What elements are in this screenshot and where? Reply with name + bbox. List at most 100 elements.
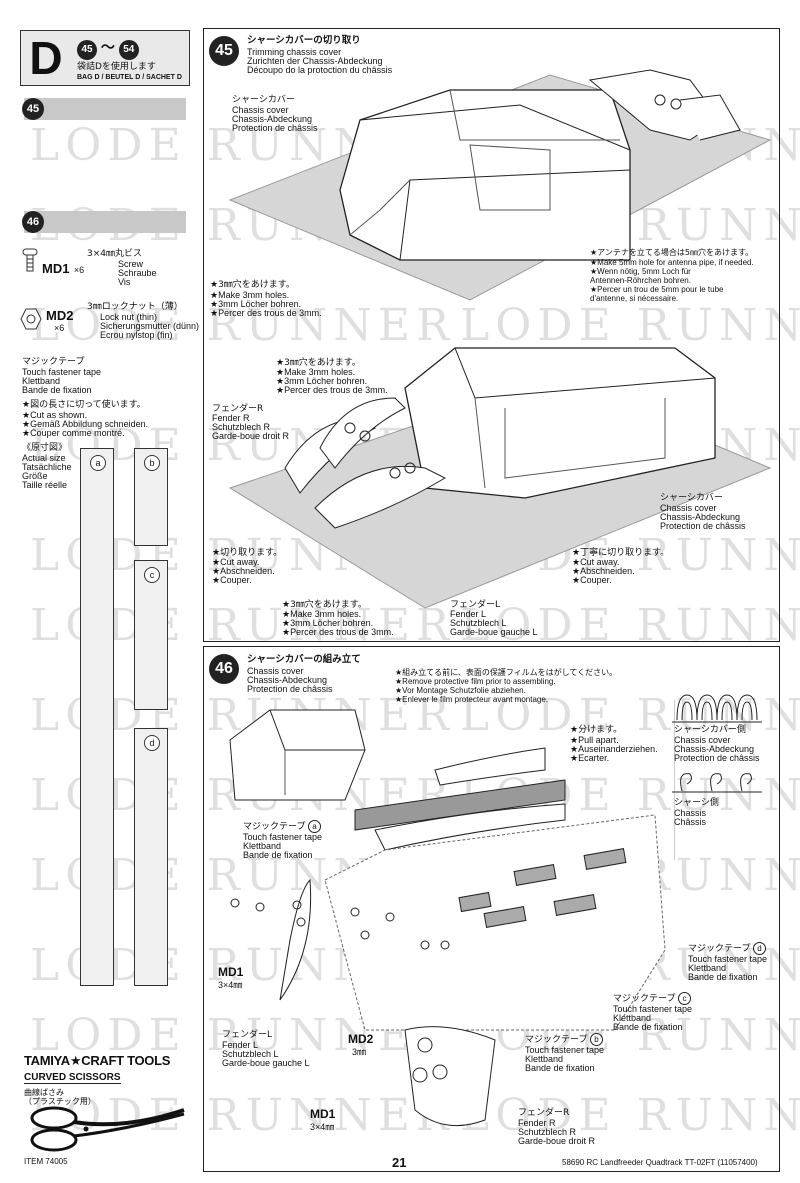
step46-title-fr: Protection de châssis <box>247 684 333 694</box>
cover-label2-de: Chassis-Abdeckung <box>660 512 741 522</box>
fender-r-jp: フェンダーR <box>212 404 264 414</box>
fender-l-fr: Garde-boue gauche L <box>450 627 538 637</box>
tape-strip-b: b <box>134 448 168 546</box>
md1-de: Schraube <box>118 268 157 278</box>
tape-a-badge: a <box>307 820 321 833</box>
step45-title-en: Trimming chassis cover <box>247 47 342 57</box>
actual-de1: Tatsächliche <box>22 462 72 472</box>
side-cover-fr: Protection de châssis <box>674 753 760 763</box>
fender-r-fr: Garde-boue droit R <box>212 431 290 441</box>
page-number: 21 <box>392 1155 407 1170</box>
cover-label-jp: シャーシカバー <box>232 95 295 105</box>
step45-panel <box>203 28 780 642</box>
bag-header: D 45 〜 54 袋詰Dを使用します BAG D / BEUTEL D / S… <box>20 30 190 86</box>
cut-de: ★Gemäß Abbildung schneiden. <box>22 419 149 429</box>
md2-code: MD2 <box>46 308 74 323</box>
step45-title-jp: シャーシカバーの切り取り <box>247 35 361 46</box>
tools-item: ITEM 74005 <box>24 1157 68 1166</box>
tape-b-callout: マジックテープ b <box>525 1033 603 1046</box>
bag-range: 45 〜 54 <box>77 37 139 60</box>
fender-l-jp: フェンダーL <box>450 600 501 610</box>
tape-c-jp: マジックテープ <box>613 994 676 1004</box>
tape-b-fr: Bande de fixation <box>525 1063 595 1073</box>
bag-use-jp: 袋詰Dを使用します <box>77 62 156 72</box>
md2-fr: Ecrou nylstop (fin) <box>100 330 173 340</box>
step46-assembly-drawing <box>229 700 675 1127</box>
md2-en: Lock nut (thin) <box>100 312 158 322</box>
tape-a-jp: マジックテープ <box>243 822 306 832</box>
holes-bottom-fr: ★Percer des trous de 3mm. <box>282 627 394 637</box>
cut-left-jp: ★切り取ります。 <box>212 548 283 558</box>
holes-mid-de: ★3mm Löcher bohren. <box>276 376 368 386</box>
tape-a-en: Touch fastener tape <box>243 832 323 842</box>
cover-label2-fr: Protection de châssis <box>660 521 746 531</box>
step46-title-en: Chassis cover <box>247 666 304 676</box>
md1-qty: ×6 <box>73 265 85 275</box>
tape-b-label: b <box>144 455 160 471</box>
fender-l-46-de: Schutzblech L <box>222 1049 279 1059</box>
actual-en: Actual size <box>22 453 66 463</box>
cut-jp: ★図の長さに切って使います。 <box>22 400 146 410</box>
watermark-row-3b: LODE RUNNER <box>460 300 800 351</box>
tape-b-de: Klettband <box>525 1054 564 1064</box>
side-cover-de: Chassis-Abdeckung <box>674 744 755 754</box>
step45-bar <box>24 98 186 120</box>
tape-d-en: Touch fastener tape <box>688 954 768 964</box>
fender-l-46-fr: Garde-boue gauche L <box>222 1058 310 1068</box>
cut-left-en: ★Cut away. <box>212 557 260 567</box>
md1-bottom-code: MD1 <box>310 1107 336 1121</box>
tape-c-de: Klettband <box>613 1013 652 1023</box>
tape-c-callout: マジックテープ c <box>613 992 691 1005</box>
tape-a-label: a <box>90 455 106 471</box>
velcro-hooks-icon <box>672 694 762 723</box>
md1-en: Screw <box>118 259 144 269</box>
step45-title-de: Zurichten der Chassis-Abdeckung <box>247 56 383 66</box>
tape-jp: マジックテープ <box>22 357 85 367</box>
holes-left-fr: ★Percer des trous de 3mm. <box>210 308 322 318</box>
tape-c-badge: c <box>677 992 691 1005</box>
cut-right-de: ★Abschneiden. <box>572 566 635 576</box>
actual-jp: 《原寸図》 <box>22 443 68 453</box>
fender-l-de: Schutzblech L <box>450 618 507 628</box>
antenna-en: ★Make 5mm hole for antenna pipe, if need… <box>590 258 754 267</box>
actual-fr: Taille réelle <box>22 480 68 490</box>
part-md2: MD2 ×6 <box>46 308 73 333</box>
step45-number: 45 <box>209 36 239 66</box>
tape-d-jp: マジックテープ <box>688 944 751 954</box>
tape-a-fr: Bande de fixation <box>243 850 313 860</box>
cover-label-en: Chassis cover <box>232 105 289 115</box>
tape-c-fr: Bande de fixation <box>613 1022 683 1032</box>
tape-d-badge: d <box>752 942 766 955</box>
antenna-de2: Antennen-Röhrchen bohren. <box>590 276 691 285</box>
pull-de: ★Auseinanderziehen. <box>570 744 658 754</box>
watermark-row-6b: LODE RUNNER <box>460 600 800 651</box>
cut-right-fr: ★Couper. <box>572 575 612 585</box>
md1-jp: 3×4㎜丸ビス <box>87 249 142 259</box>
holes-mid-fr: ★Percer des trous de 3mm. <box>276 385 388 395</box>
side-cover-en: Chassis cover <box>674 735 731 745</box>
bag-letter: D <box>29 32 63 84</box>
step46-title-jp: シャーシカバーの組み立て <box>247 654 361 665</box>
fender-l-46-jp: フェンダーL <box>222 1030 273 1040</box>
cut-en: ★Cut as shown. <box>22 410 88 420</box>
pull-fr: ★Ecarter. <box>570 753 610 763</box>
tools-jp2: （プラスチック用） <box>24 1097 96 1106</box>
holes-mid-en: ★Make 3mm holes. <box>276 367 356 377</box>
tape-en: Touch fastener tape <box>22 367 102 377</box>
md2-size-46: 3㎜ <box>352 1047 367 1057</box>
md2-jp: 3㎜ロックナット（薄） <box>87 302 183 312</box>
tape-de: Klettband <box>22 376 61 386</box>
watermark-row-12b: LODE RUNNER <box>460 1090 800 1141</box>
fender-r-en: Fender R <box>212 413 250 423</box>
tools-brand: TAMIYA★CRAFT TOOLS <box>24 1053 171 1068</box>
cut-left-de: ★Abschneiden. <box>212 566 275 576</box>
bag-range-sep: 〜 <box>100 39 115 55</box>
holes-bottom-en: ★Make 3mm holes. <box>282 609 362 619</box>
holes-mid-jp: ★3㎜穴をあけます。 <box>276 358 361 368</box>
fender-r-46-fr: Garde-boue droit R <box>518 1136 596 1146</box>
md2-de: Sicherungsmutter (dünn) <box>100 321 200 331</box>
cover-label2-en: Chassis cover <box>660 503 717 513</box>
side-chassis-de: Châssis <box>674 817 707 827</box>
antenna-fr2: d'antenne, si nécessaire. <box>590 294 679 303</box>
cover-label-de: Chassis-Abdeckung <box>232 114 313 124</box>
